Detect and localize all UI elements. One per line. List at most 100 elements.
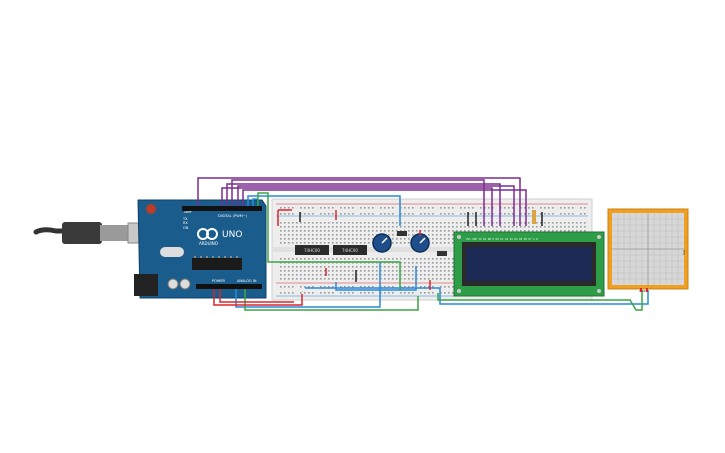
- breadboard-hole[interactable]: [288, 262, 290, 264]
- breadboard-hole[interactable]: [356, 234, 358, 236]
- breadboard-hole[interactable]: [324, 262, 326, 264]
- breadboard-hole[interactable]: [300, 274, 302, 276]
- breadboard-hole[interactable]: [292, 238, 294, 240]
- breadboard-hole[interactable]: [304, 226, 306, 228]
- breadboard-hole[interactable]: [388, 234, 390, 236]
- breadboard-hole[interactable]: [316, 226, 318, 228]
- breadboard-hole[interactable]: [472, 213, 474, 215]
- breadboard-hole[interactable]: [508, 213, 510, 215]
- breadboard-hole[interactable]: [520, 222, 522, 224]
- breadboard-hole[interactable]: [532, 230, 534, 232]
- breadboard-hole[interactable]: [420, 266, 422, 268]
- breadboard-hole[interactable]: [468, 222, 470, 224]
- breadboard-hole[interactable]: [448, 274, 450, 276]
- breadboard-hole[interactable]: [560, 230, 562, 232]
- wire-blue-3[interactable]: [235, 262, 381, 308]
- breadboard-hole[interactable]: [356, 238, 358, 240]
- breadboard-hole[interactable]: [320, 274, 322, 276]
- breadboard-hole[interactable]: [320, 242, 322, 244]
- breadboard-hole[interactable]: [352, 213, 354, 215]
- breadboard-hole[interactable]: [332, 234, 334, 236]
- reset-button[interactable]: [145, 203, 157, 215]
- breadboard-hole[interactable]: [584, 207, 586, 209]
- breadboard-hole[interactable]: [432, 242, 434, 244]
- breadboard-hole[interactable]: [396, 238, 398, 240]
- breadboard-hole[interactable]: [384, 286, 386, 288]
- breadboard-hole[interactable]: [288, 238, 290, 240]
- breadboard-hole[interactable]: [552, 226, 554, 228]
- breadboard-hole[interactable]: [528, 230, 530, 232]
- breadboard-hole[interactable]: [300, 230, 302, 232]
- breadboard-hole[interactable]: [444, 213, 446, 215]
- breadboard-hole[interactable]: [308, 266, 310, 268]
- breadboard-hole[interactable]: [284, 213, 286, 215]
- breadboard-hole[interactable]: [428, 258, 430, 260]
- breadboard-hole[interactable]: [520, 207, 522, 209]
- breadboard-hole[interactable]: [316, 222, 318, 224]
- breadboard-hole[interactable]: [332, 258, 334, 260]
- breadboard-hole[interactable]: [548, 230, 550, 232]
- breadboard-hole[interactable]: [540, 226, 542, 228]
- breadboard-hole[interactable]: [388, 222, 390, 224]
- breadboard-hole[interactable]: [412, 286, 414, 288]
- breadboard-hole[interactable]: [448, 226, 450, 228]
- breadboard-hole[interactable]: [320, 286, 322, 288]
- breadboard-hole[interactable]: [312, 266, 314, 268]
- breadboard-hole[interactable]: [340, 266, 342, 268]
- arduino-uno-board[interactable]: UNO ARDUINO DIGITAL (PWM~) POWER ANALOG …: [134, 199, 267, 299]
- breadboard-hole[interactable]: [428, 213, 430, 215]
- breadboard-hole[interactable]: [424, 262, 426, 264]
- breadboard-hole[interactable]: [408, 292, 410, 294]
- breadboard-hole[interactable]: [408, 230, 410, 232]
- breadboard-hole[interactable]: [316, 262, 318, 264]
- wire-purple-1[interactable]: [221, 187, 493, 226]
- breadboard-hole[interactable]: [428, 270, 430, 272]
- breadboard-hole[interactable]: [348, 270, 350, 272]
- breadboard-hole[interactable]: [308, 207, 310, 209]
- breadboard-hole[interactable]: [560, 226, 562, 228]
- breadboard-hole[interactable]: [284, 234, 286, 236]
- breadboard-hole[interactable]: [328, 230, 330, 232]
- breadboard-hole[interactable]: [524, 222, 526, 224]
- usb-cable[interactable]: [33, 222, 151, 244]
- wire-blue-5[interactable]: [335, 266, 417, 291]
- breadboard-hole[interactable]: [528, 222, 530, 224]
- breadboard-hole[interactable]: [372, 230, 374, 232]
- breadboard-hole[interactable]: [332, 213, 334, 215]
- breadboard-hole[interactable]: [444, 242, 446, 244]
- breadboard-hole[interactable]: [432, 238, 434, 240]
- wire-green-2[interactable]: [244, 289, 419, 311]
- breadboard-hole[interactable]: [460, 230, 462, 232]
- breadboard-hole[interactable]: [408, 213, 410, 215]
- breadboard-hole[interactable]: [508, 230, 510, 232]
- breadboard-hole[interactable]: [452, 262, 454, 264]
- breadboard-hole[interactable]: [548, 222, 550, 224]
- breadboard-hole[interactable]: [400, 286, 402, 288]
- breadboard-hole[interactable]: [452, 258, 454, 260]
- breadboard-hole[interactable]: [424, 266, 426, 268]
- breadboard-hole[interactable]: [296, 230, 298, 232]
- breadboard-hole[interactable]: [364, 207, 366, 209]
- wire-purple-4[interactable]: [197, 177, 521, 226]
- breadboard-hole[interactable]: [372, 292, 374, 294]
- breadboard-hole[interactable]: [296, 258, 298, 260]
- wire-green-1[interactable]: [257, 192, 401, 290]
- breadboard-hole[interactable]: [308, 262, 310, 264]
- breadboard-hole[interactable]: [388, 278, 390, 280]
- breadboard-hole[interactable]: [448, 286, 450, 288]
- breadboard-hole[interactable]: [300, 266, 302, 268]
- breadboard-hole[interactable]: [504, 222, 506, 224]
- breadboard-hole[interactable]: [380, 270, 382, 272]
- breadboard-hole[interactable]: [332, 270, 334, 272]
- breadboard-hole[interactable]: [488, 226, 490, 228]
- breadboard-hole[interactable]: [288, 266, 290, 268]
- breadboard-hole[interactable]: [396, 234, 398, 236]
- breadboard-hole[interactable]: [444, 266, 446, 268]
- breadboard-hole[interactable]: [300, 222, 302, 224]
- breadboard-hole[interactable]: [392, 213, 394, 215]
- breadboard-hole[interactable]: [344, 262, 346, 264]
- breadboard-hole[interactable]: [356, 242, 358, 244]
- breadboard-hole[interactable]: [440, 262, 442, 264]
- potentiometer-left[interactable]: [372, 233, 392, 253]
- breadboard-hole[interactable]: [500, 230, 502, 232]
